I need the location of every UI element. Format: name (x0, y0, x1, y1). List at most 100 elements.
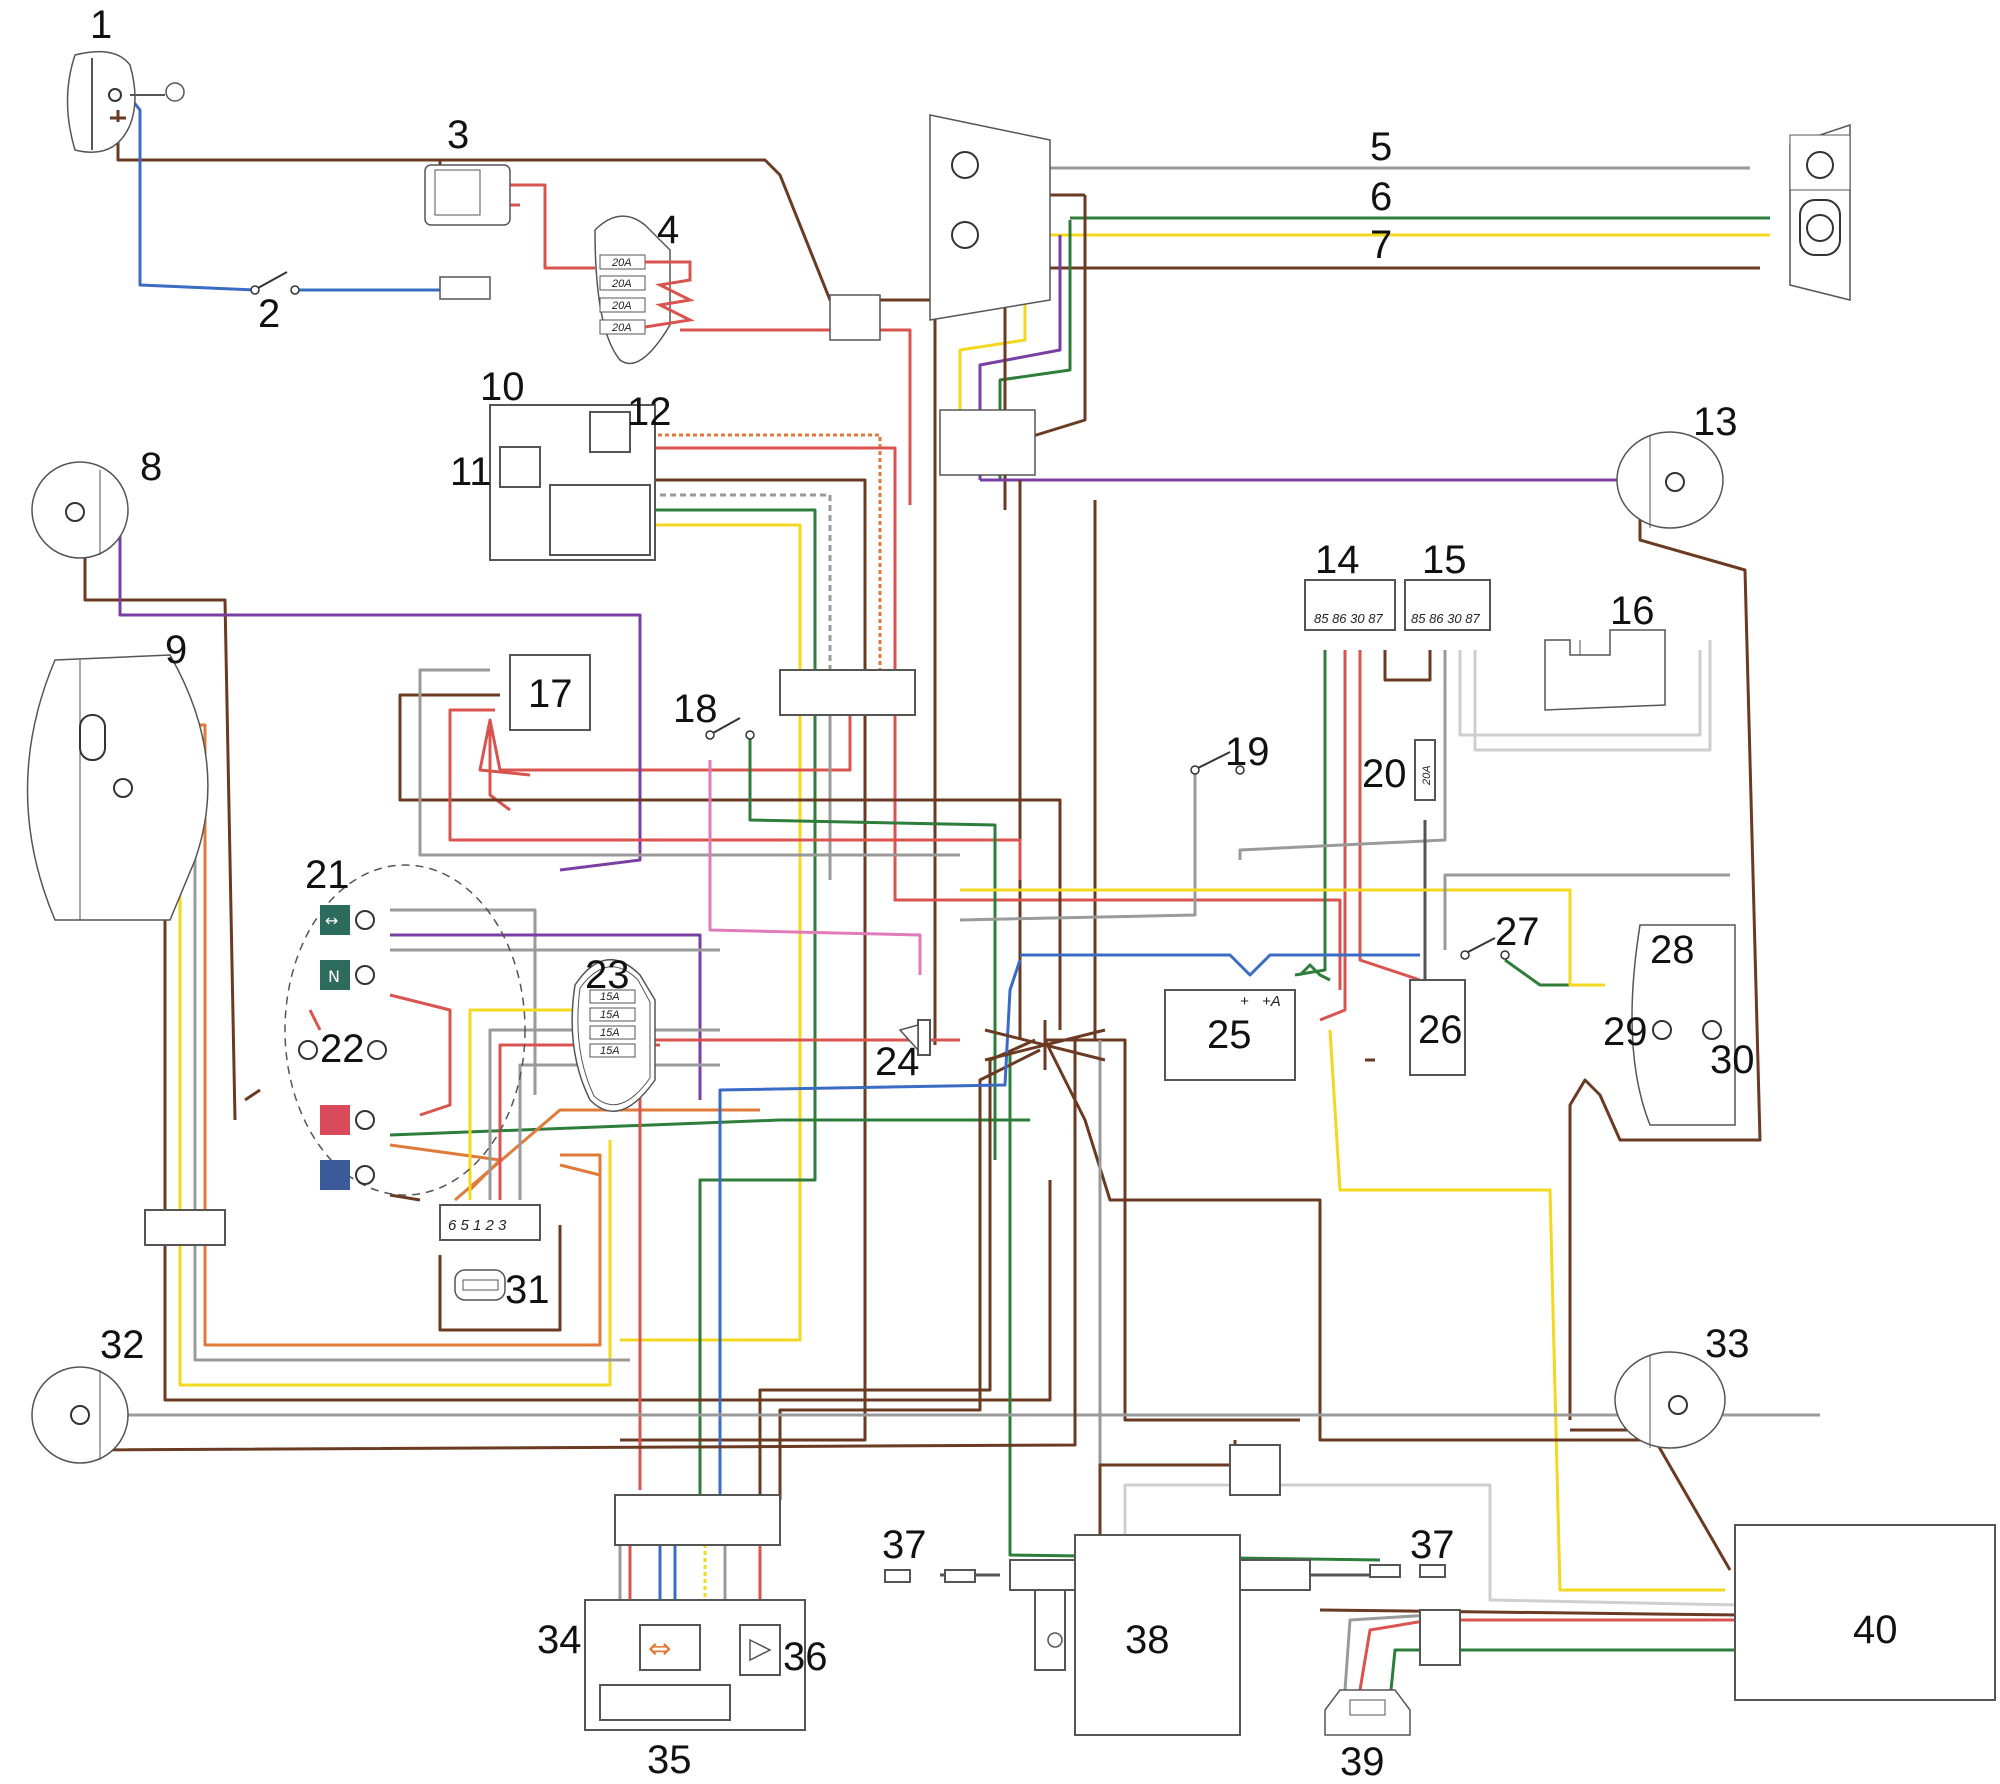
component-16-starter (1544, 629, 1666, 711)
component-2-switch (250, 271, 491, 300)
label-26: 26 (1418, 1008, 1463, 1052)
label-34: 34 (537, 1618, 582, 1662)
connector-b (939, 409, 1036, 476)
label-35: 35 (647, 1738, 692, 1782)
component-18-switch (705, 717, 755, 740)
label-12: 12 (627, 390, 672, 434)
label-5: 5 (1370, 125, 1392, 169)
relay-15-pins: 85 86 30 87 (1411, 611, 1480, 626)
indicator-high-beam (320, 1160, 350, 1190)
connector-e (1229, 1444, 1281, 1496)
label-10: 10 (480, 365, 525, 409)
wires (79, 94, 1820, 1710)
component-15-relay: 85 86 30 87 (1404, 579, 1491, 631)
label-40: 40 (1853, 1608, 1898, 1652)
component-33-lamp (1614, 1351, 1726, 1449)
component-number-labels: 1 2 3 4 5 6 7 8 9 10 11 12 13 14 15 16 1… (90, 3, 1898, 1784)
component-24-sensor (898, 1019, 931, 1056)
component-20-fuse: 20A (1414, 739, 1436, 801)
fuse-23c-label: 15A (600, 1027, 620, 1039)
battery-ref: +A (1262, 993, 1281, 1010)
components: 20A 20A 20A 20A (26, 50, 1996, 1736)
label-11: 11 (450, 450, 492, 494)
component-38-ignition-coil (1009, 1534, 1311, 1736)
component-8-lamp (31, 461, 129, 559)
label-37-left: 37 (882, 1523, 927, 1567)
label-14: 14 (1315, 538, 1360, 582)
indicator-battery (320, 1105, 350, 1135)
indicator-neutral-glyph: N (328, 967, 340, 986)
label-2: 2 (258, 292, 280, 336)
label-37-right: 37 (1410, 1523, 1455, 1567)
label-28: 28 (1650, 928, 1695, 972)
fuse-23a-label: 15A (600, 991, 620, 1003)
fuse-4c-label: 20A (611, 300, 632, 312)
label-7: 7 (1370, 223, 1392, 267)
component-31-connector: 6 5 1 2 3 (439, 1204, 541, 1301)
fuse-23d-label: 15A (600, 1045, 620, 1057)
label-32: 32 (100, 1323, 145, 1367)
turn-signal-switch-icon: ⇔ (648, 1632, 671, 1665)
label-23: 23 (585, 953, 630, 997)
fuse-23b-label: 15A (600, 1009, 620, 1021)
label-20: 20 (1362, 752, 1407, 796)
label-8: 8 (140, 445, 162, 489)
label-15: 15 (1422, 538, 1467, 582)
connector-c (779, 669, 916, 716)
fuse-4b-label: 20A (611, 278, 632, 290)
component-17-box (509, 654, 591, 731)
component-25-battery: + +A (1164, 989, 1296, 1081)
component-4-fuse-box: 20A 20A 20A 20A (594, 215, 695, 365)
label-31: 31 (505, 1268, 550, 1312)
fuse-20-label: 20A (1421, 765, 1433, 786)
label-36: 36 (783, 1635, 828, 1679)
component-34-handlebar-switch: ⇔ (584, 1494, 806, 1731)
connector-a (829, 294, 881, 341)
label-9: 9 (165, 628, 187, 672)
label-24: 24 (875, 1040, 920, 1084)
label-38: 38 (1125, 1618, 1170, 1662)
label-6: 6 (1370, 175, 1392, 219)
component-27-switch (1460, 937, 1510, 960)
component-23-fuse-block: 15A 15A 15A 15A (571, 959, 656, 1112)
label-33: 33 (1705, 1322, 1750, 1366)
component-1-headlamp-dimmer (66, 50, 185, 153)
label-4: 4 (657, 208, 679, 252)
component-28-lamp-housing (1631, 924, 1736, 1126)
label-16: 16 (1610, 589, 1655, 633)
component-13-lamp (1616, 431, 1724, 529)
connector-d (144, 1209, 226, 1246)
indicator-turn (320, 905, 350, 935)
component-26-regulator (1409, 979, 1466, 1076)
label-30: 30 (1710, 1038, 1755, 1082)
component-5-7-rear-lamps (929, 114, 1851, 321)
label-27: 27 (1495, 910, 1540, 954)
indicator-turn-glyph: ↔ (325, 911, 338, 930)
component-39-sensor (1324, 1609, 1461, 1736)
label-17: 17 (528, 672, 573, 716)
fuse-4d-label: 20A (611, 322, 632, 334)
label-1: 1 (90, 3, 112, 47)
component-37-spark-plugs (884, 1564, 1446, 1583)
component-21-22-indicator-cluster: ↔ N (284, 864, 526, 1196)
label-19: 19 (1225, 730, 1270, 774)
connector-31-pins: 6 5 1 2 3 (448, 1217, 507, 1234)
label-13: 13 (1693, 400, 1738, 444)
label-39: 39 (1340, 1740, 1385, 1784)
component-40-control-unit (1734, 1524, 1996, 1701)
indicator-neutral (320, 960, 350, 990)
label-21: 21 (305, 853, 350, 897)
component-9-headlamp (26, 654, 209, 921)
component-3-ignition-switch (424, 164, 511, 226)
component-19-switch (1190, 751, 1245, 775)
label-18: 18 (673, 687, 718, 731)
label-29: 29 (1603, 1010, 1648, 1054)
battery-plus: + (1240, 993, 1249, 1010)
label-3: 3 (447, 113, 469, 157)
component-10-switch-block (489, 404, 656, 561)
component-32-lamp (31, 1366, 129, 1464)
label-22: 22 (320, 1027, 365, 1071)
fuse-4a-label: 20A (611, 257, 632, 269)
component-14-relay: 85 86 30 87 (1304, 579, 1396, 631)
